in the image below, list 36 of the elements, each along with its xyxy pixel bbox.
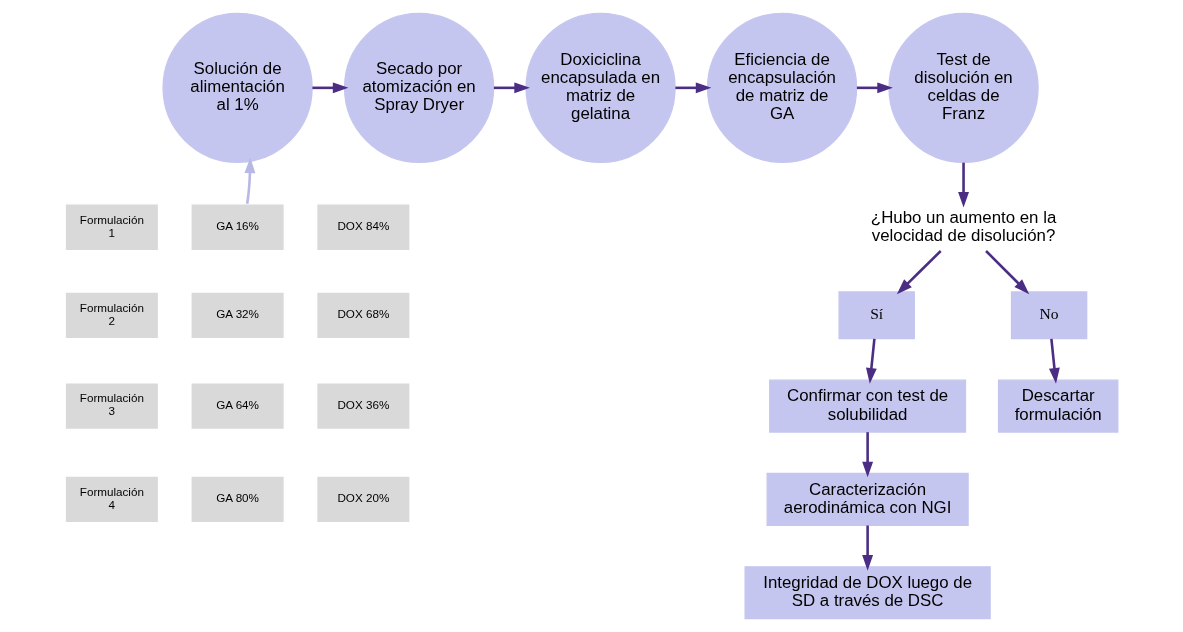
node-box: Caracterización aerodinámica con NGI — [766, 472, 969, 526]
arrow — [985, 250, 1030, 295]
node-box: Formulación 2 — [64, 291, 160, 340]
node-text: ¿Hubo un aumento en la velocidad de disolución? — [870, 207, 1057, 245]
arrow — [862, 525, 874, 571]
node-circle: Eficiencia de encapsulación de matriz de GA — [706, 12, 858, 164]
node-box: GA 64% — [190, 382, 285, 431]
node-circle: Secado por atomización en Spray Dryer — [343, 12, 495, 164]
node-box: Formulación 1 — [64, 203, 160, 252]
node-circle: Doxiciclina encapsulada en matriz de gelatina — [525, 12, 676, 164]
arrow — [675, 82, 712, 94]
node-box: Sí — [838, 291, 915, 340]
node-box: DOX 20% — [316, 475, 411, 524]
node-box: No — [1010, 291, 1088, 340]
node-circle: Solución de alimentación al 1% — [162, 12, 313, 164]
node-box: DOX 36% — [316, 382, 411, 431]
node-box: GA 16% — [190, 203, 285, 252]
arrow — [865, 338, 877, 384]
node-box: Formulación 3 — [64, 382, 160, 431]
arrow — [862, 432, 874, 478]
node-box: GA 80% — [190, 475, 285, 524]
arrow — [1049, 338, 1060, 384]
arrow — [312, 82, 349, 94]
node-box: Integridad de DOX luego de SD a través de DSC — [744, 566, 991, 620]
node-box: Formulación 4 — [64, 475, 160, 524]
node-box: DOX 84% — [316, 203, 411, 252]
node-box: Descartar formulación — [997, 379, 1119, 433]
arrow — [958, 162, 969, 208]
arrow — [896, 250, 942, 295]
node-box: DOX 68% — [316, 291, 411, 340]
arrow — [856, 82, 893, 94]
arrow — [244, 157, 256, 204]
node-box: GA 32% — [190, 291, 285, 340]
node-circle: Test de disolución en celdas de Franz — [888, 12, 1039, 164]
arrow — [493, 82, 530, 94]
node-box: Confirmar con test de solubilidad — [769, 379, 967, 433]
